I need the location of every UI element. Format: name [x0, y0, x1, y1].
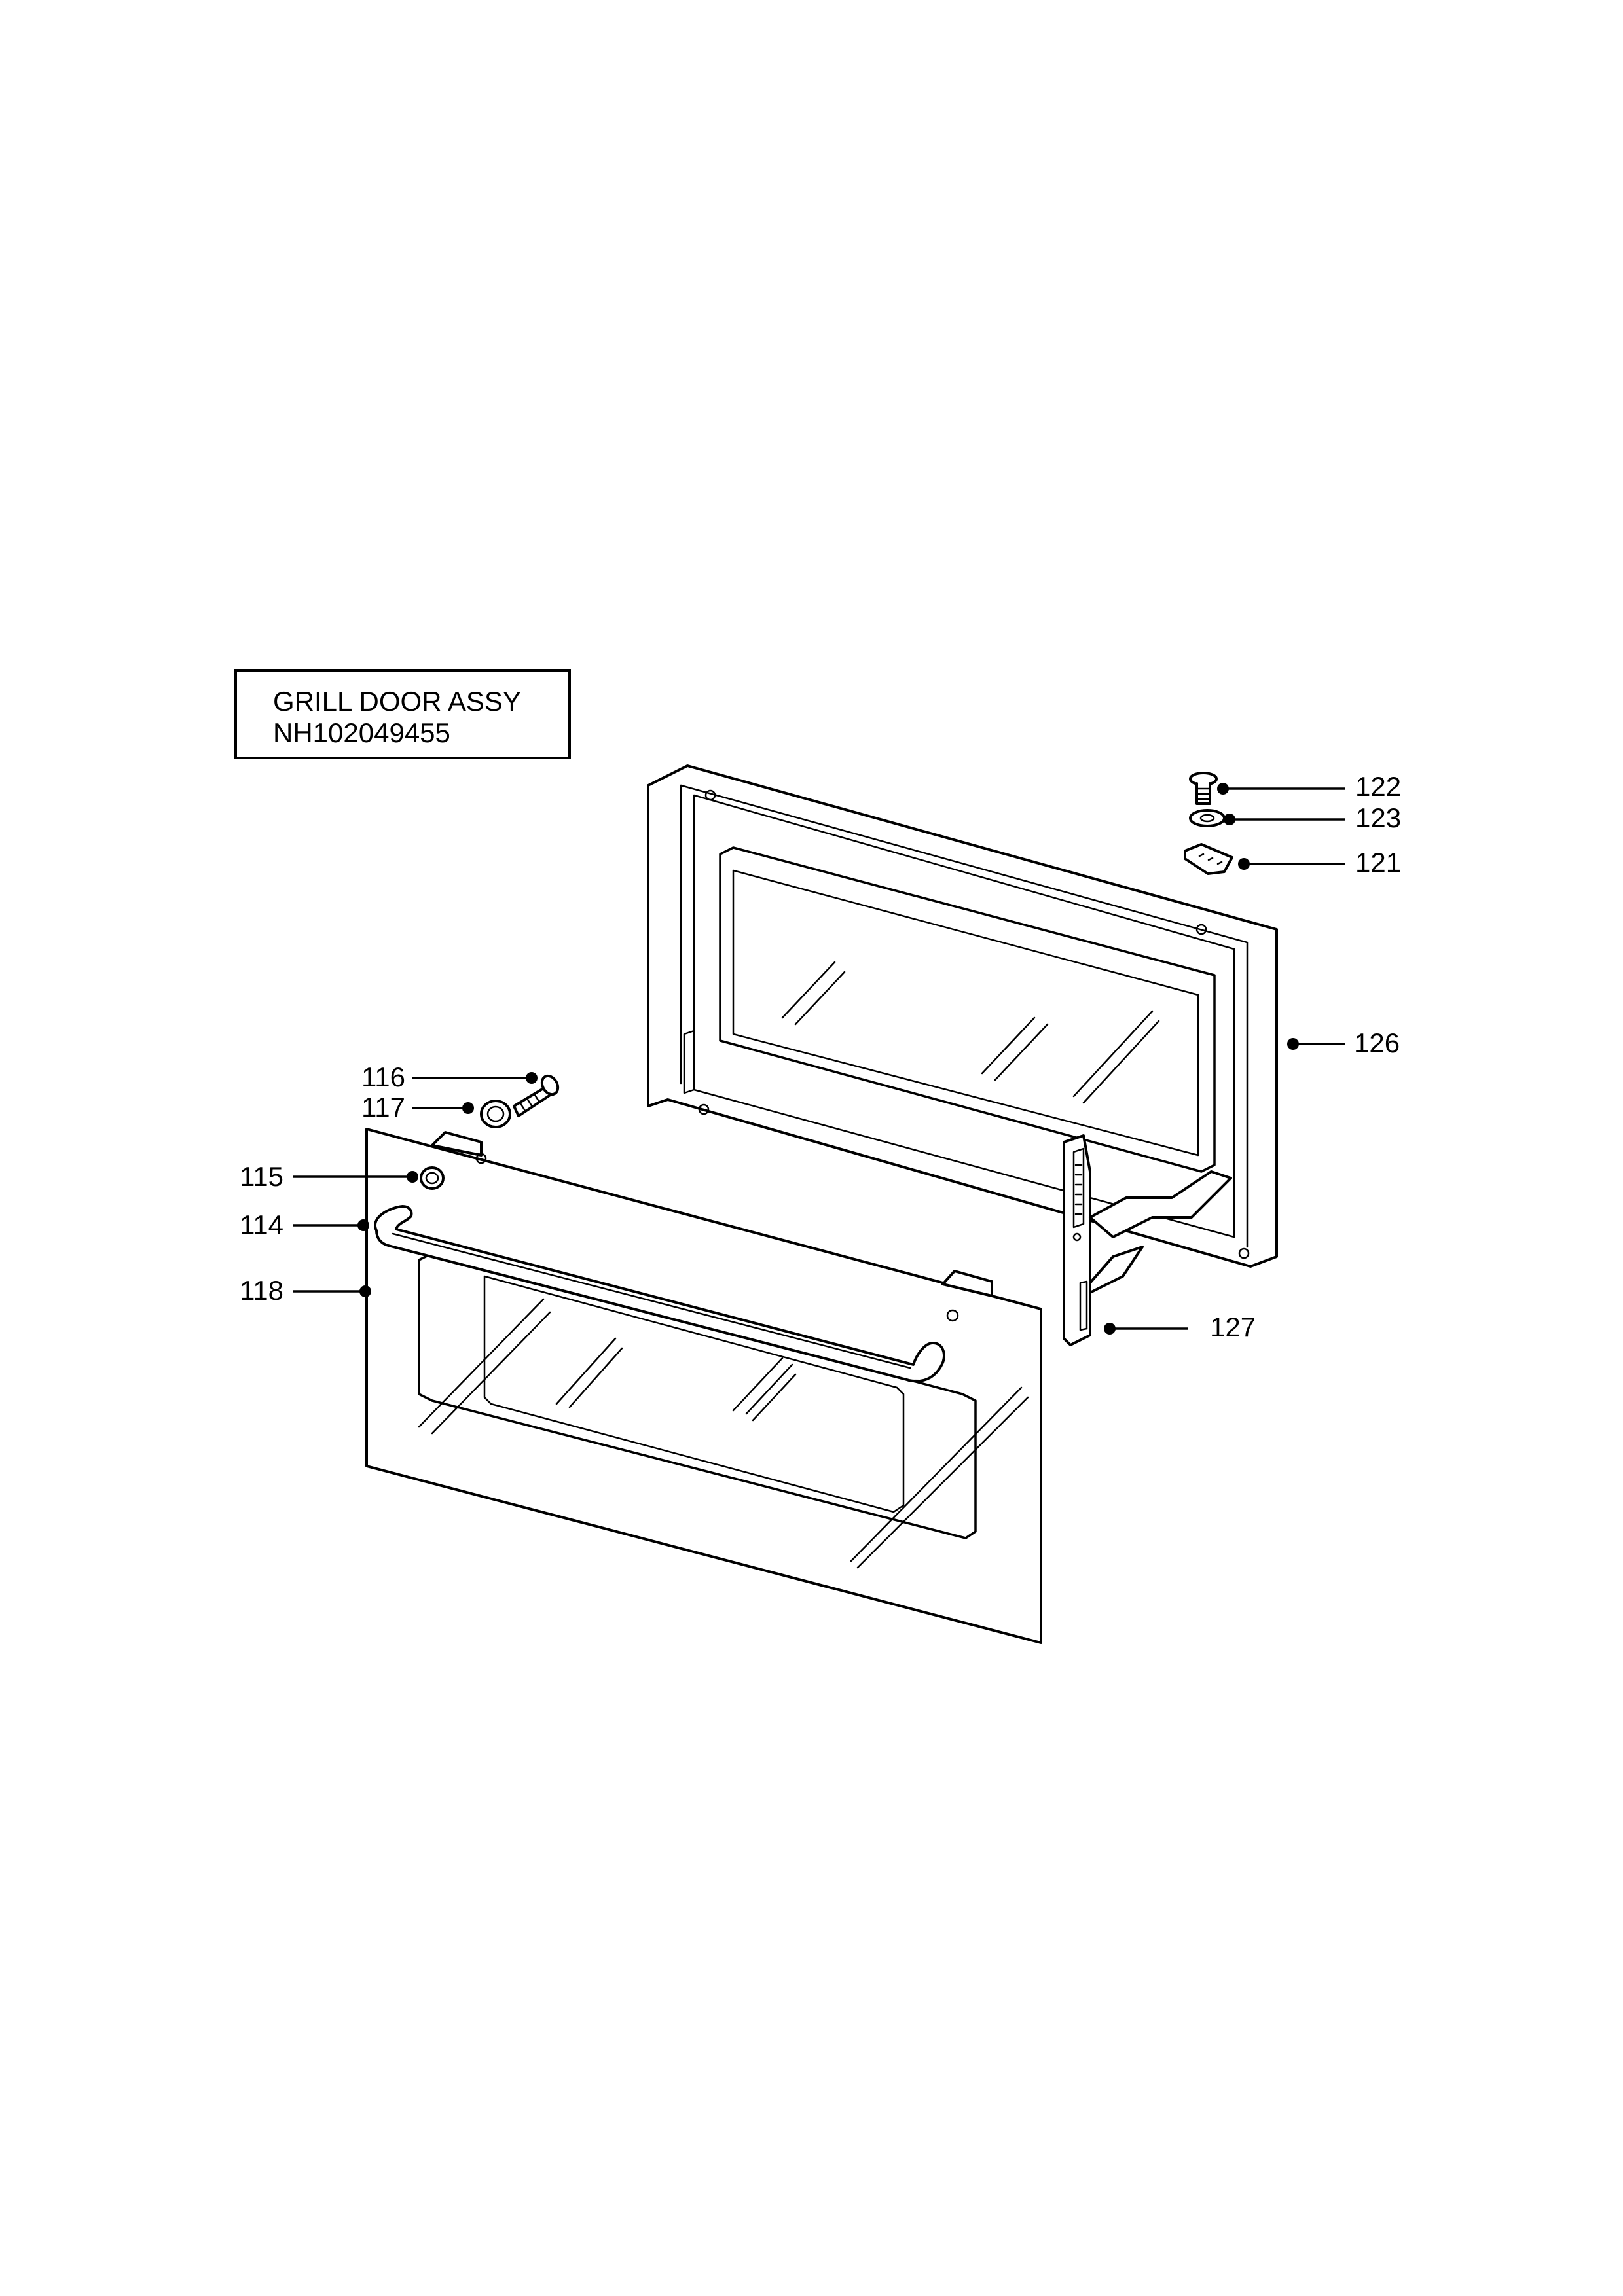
assembly-name: GRILL DOOR ASSY [273, 686, 521, 717]
handle-114 [374, 1205, 945, 1382]
spacer-117 [480, 1100, 511, 1128]
callout-118: 118 [240, 1275, 283, 1306]
screw-116 [513, 1074, 560, 1117]
washer-123 [1189, 809, 1226, 827]
assembly-title-box: GRILL DOOR ASSY NH102049455 [234, 669, 571, 759]
outer-door-118 [365, 1128, 1042, 1644]
callout-121: 121 [1355, 847, 1402, 878]
callout-117: 117 [361, 1092, 405, 1122]
hinge-127 [1063, 1134, 1232, 1346]
inner-door-frame-126 [647, 764, 1278, 1268]
callout-116: 116 [361, 1062, 405, 1092]
callout-114: 114 [240, 1210, 283, 1240]
leader-lines [293, 783, 1345, 1335]
callout-123: 123 [1355, 802, 1402, 833]
callout-126: 126 [1354, 1028, 1400, 1058]
assembly-part-number: NH102049455 [273, 717, 450, 748]
callout-127: 127 [1210, 1312, 1256, 1342]
callout-122: 122 [1355, 771, 1402, 802]
clip-121 [1184, 843, 1233, 875]
screw-122 [1189, 772, 1218, 805]
callout-115: 115 [240, 1161, 283, 1192]
